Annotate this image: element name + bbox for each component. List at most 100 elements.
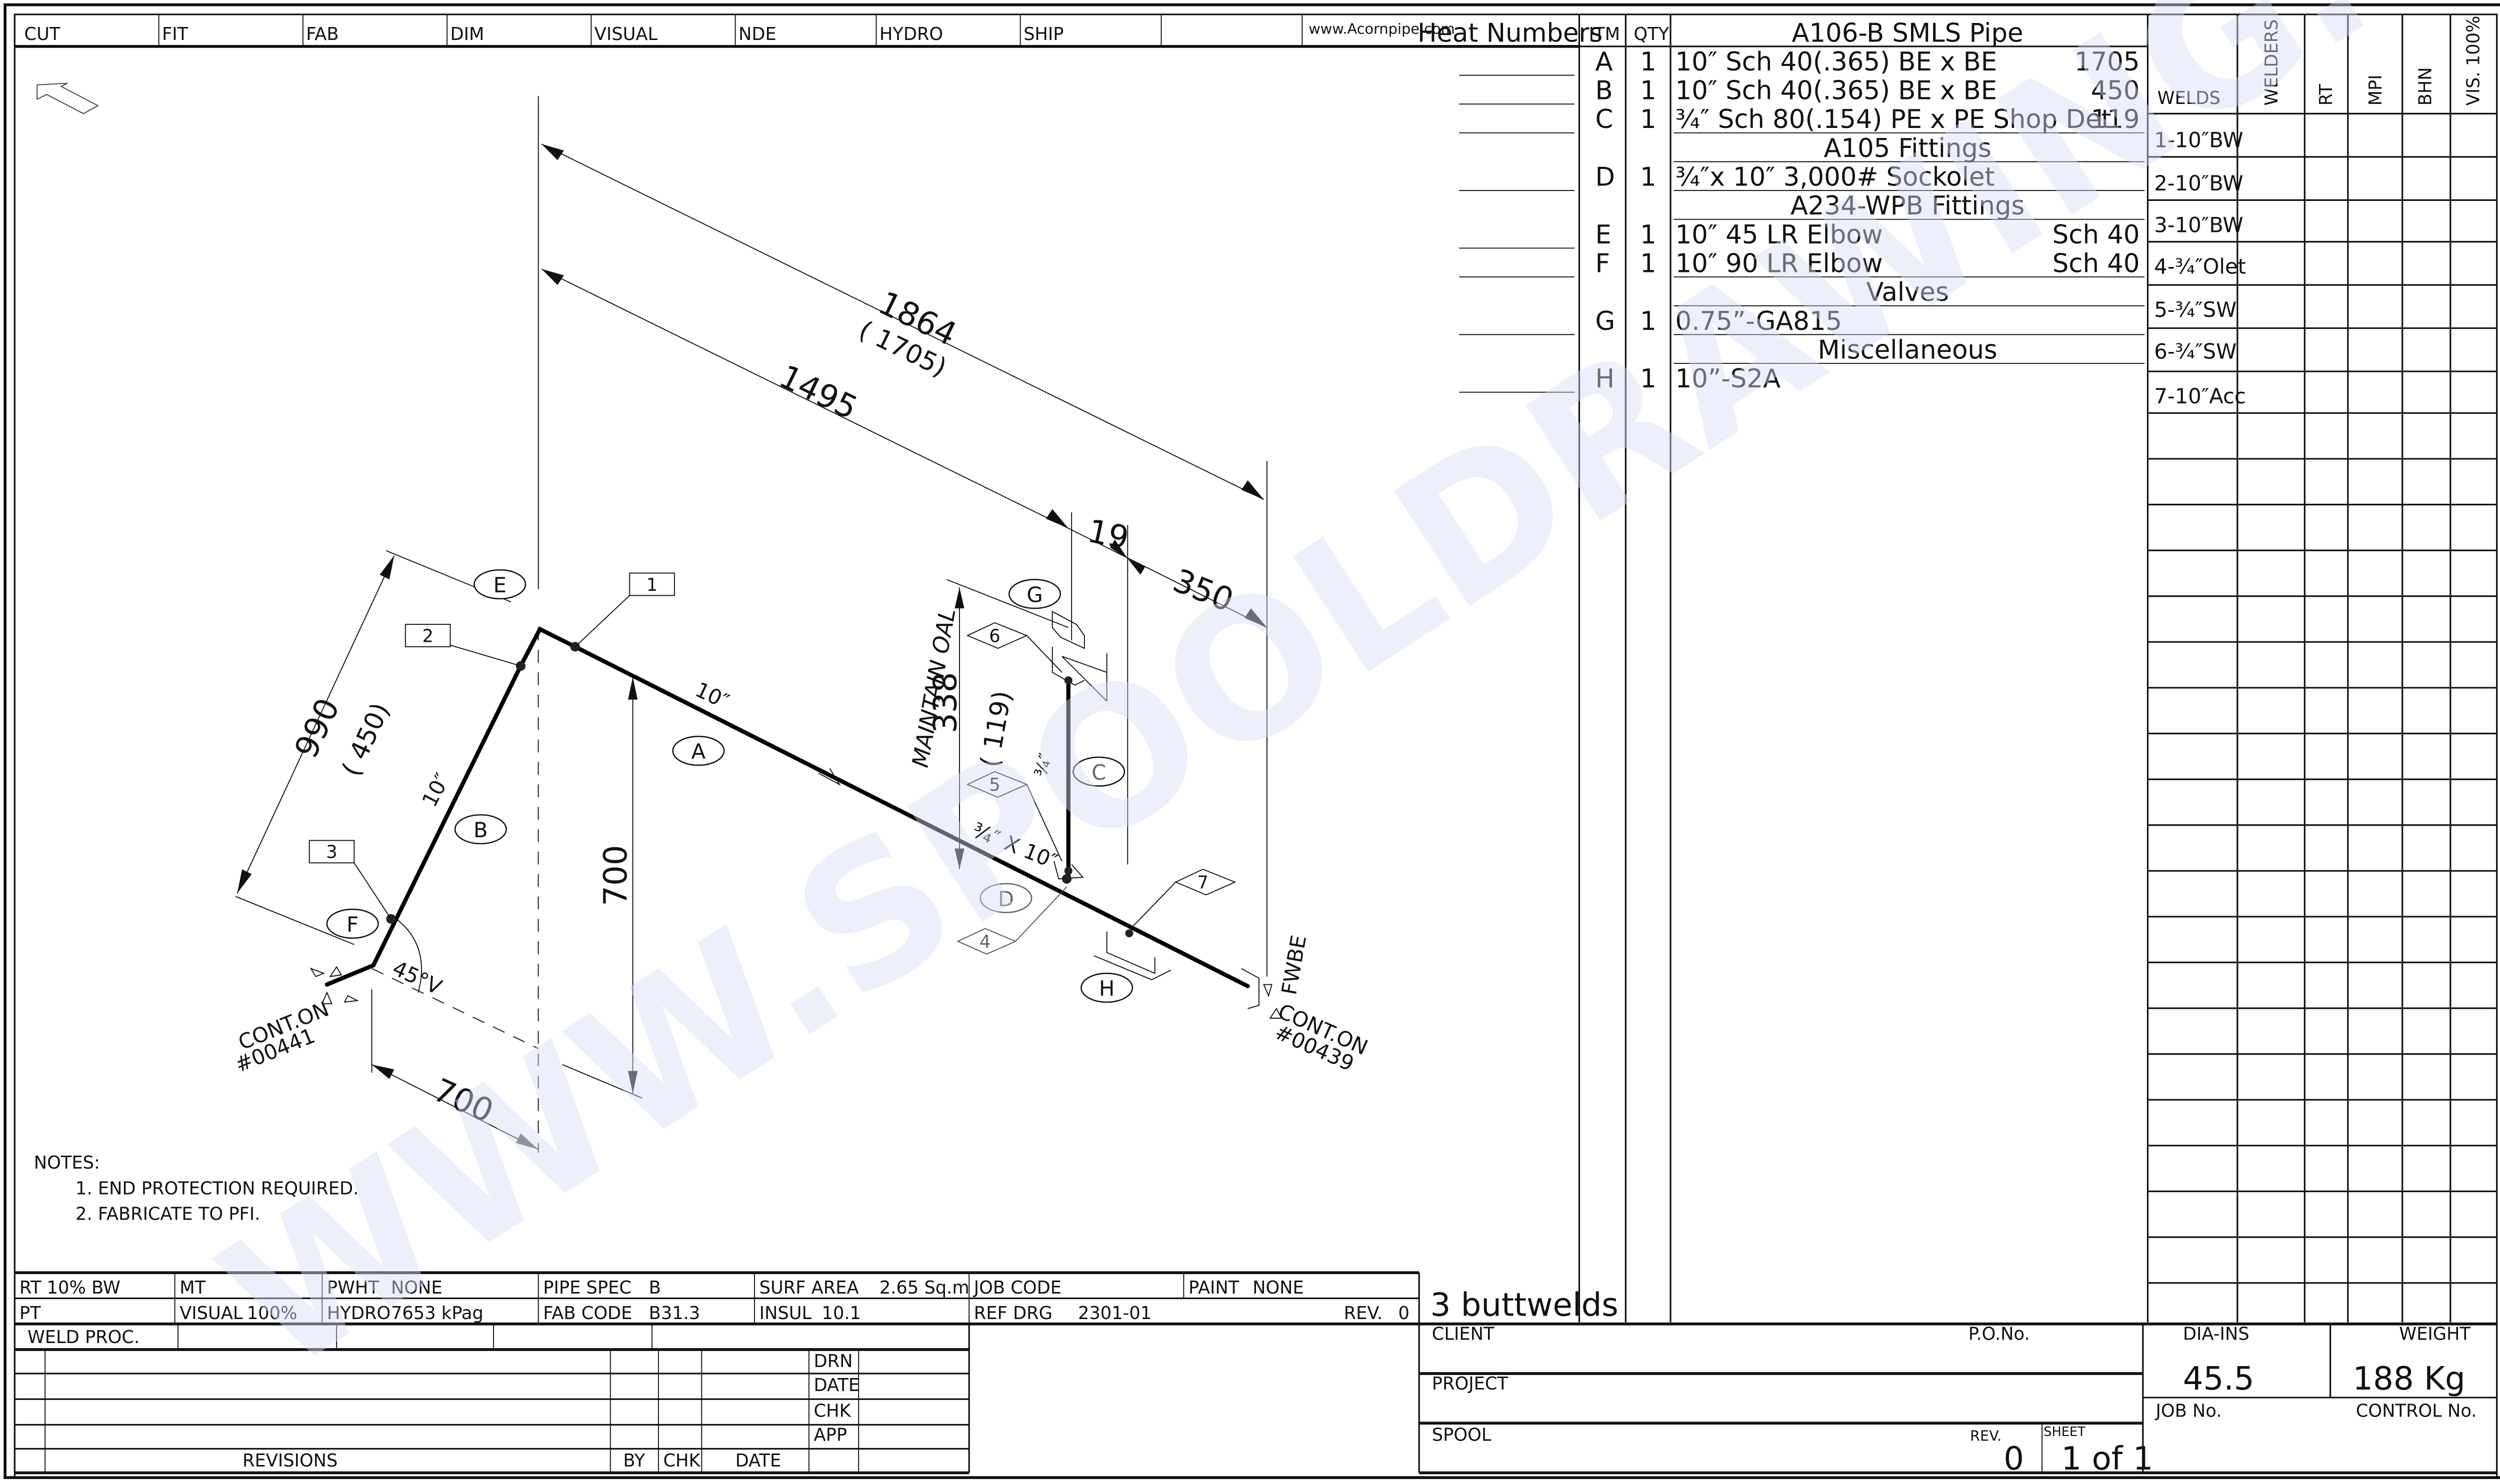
bom-desc: 10”-S2A	[1676, 364, 1780, 394]
weld-tag-2[interactable]	[404, 624, 451, 647]
weld-tag-7[interactable]	[1174, 869, 1236, 896]
stage-ship[interactable]: SHIP	[1024, 24, 1064, 44]
stage-dim[interactable]: DIM	[450, 24, 484, 44]
weld-row-2[interactable]: 2-10″BW	[2154, 171, 2243, 195]
spec-job-code-label: JOB CODE	[973, 1278, 1062, 1298]
spec-visual-value: 100%	[247, 1303, 298, 1324]
project-label: PROJECT	[1432, 1374, 1508, 1394]
spec-ref-drg-label: REF DRG	[974, 1303, 1052, 1324]
bom-row-f[interactable]: F 1 10″ 90 LR Elbow Sch 40	[1595, 248, 2140, 278]
bubble-e[interactable]: E	[474, 569, 526, 600]
spec-pipe-spec-value: B	[649, 1278, 661, 1298]
weld-row-3[interactable]: 3-10″BW	[2154, 212, 2243, 237]
bubble-b[interactable]: B	[454, 814, 507, 845]
bom-qty: 1	[1640, 47, 1656, 77]
spec-pt: PT	[20, 1303, 41, 1324]
pipe-spool-main[interactable]	[324, 626, 1250, 989]
weld-marker-3[interactable]	[386, 914, 396, 924]
rev-by-label: BY	[623, 1451, 645, 1471]
stage-header: CUT FIT FAB DIM VISUAL NDE HYDRO SHIP ww…	[14, 14, 1602, 48]
bom-desc: 0.75”-GA815	[1676, 306, 1842, 336]
bom-desc: 10″ 45 LR Elbow	[1676, 220, 1883, 250]
weld-row-4[interactable]: 4-¾″Olet	[2154, 254, 2246, 279]
stage-visual[interactable]: VISUAL	[594, 24, 658, 44]
spec-ref-drg-value: 2301-01	[1078, 1303, 1152, 1324]
bubble-c[interactable]: C	[1072, 756, 1126, 787]
weight-label: WEIGHT	[2399, 1324, 2470, 1345]
dia-ins-label: DIA-INS	[2183, 1324, 2250, 1345]
sheet-value: 1 of 1	[2062, 1441, 2154, 1478]
weld-row-1[interactable]: 1-10″BW	[2154, 128, 2243, 152]
support-h-icon[interactable]	[1094, 932, 1172, 981]
angle-label: 45°V	[389, 956, 446, 1000]
title-block: CLIENT P.O.No. PROJECT SPOOL REV. 0 SHEE…	[1419, 1324, 2497, 1478]
weld-tag-label: 7	[1198, 873, 1208, 893]
bom-itm: B	[1595, 76, 1612, 106]
valve-g-icon[interactable]	[1052, 610, 1085, 649]
bom-row-b[interactable]: B 1 10″ Sch 40(.365) BE x BE 450	[1595, 76, 2140, 106]
spec-insul-label: INSUL	[760, 1303, 812, 1324]
rev-chk-label: CHK	[663, 1451, 700, 1471]
bom-length: 1705	[2074, 47, 2140, 77]
weld-tag-1[interactable]	[629, 572, 675, 596]
bom-desc: ¾″x 10″ 3,000# Sockolet	[1676, 162, 1995, 192]
weld-tag-5[interactable]	[966, 771, 1028, 798]
bom-row-a[interactable]: A 1 10″ Sch 40(.365) BE x BE 1705	[1595, 47, 2140, 77]
watermark: WWW.SPOOLDRAWING.COM	[187, 0, 2500, 1415]
stage-cut[interactable]: CUT	[24, 24, 60, 44]
bom-itm: D	[1595, 162, 1614, 192]
bom-qty: 1	[1640, 76, 1656, 106]
weld-tag-label: 4	[980, 932, 990, 952]
spec-pwht-label: PWHT	[327, 1278, 380, 1298]
weld-row-5[interactable]: 5-¾″SW	[2154, 297, 2236, 322]
bom-section-valves: Valves	[1866, 277, 1948, 307]
bom-length: 119	[2091, 104, 2140, 134]
size-label-b: 10″	[417, 769, 454, 811]
job-no-label: JOB No.	[2154, 1401, 2222, 1421]
bom-row-d[interactable]: D 1 ¾″x 10″ 3,000# Sockolet	[1595, 162, 1994, 192]
bubble-h[interactable]: H	[1080, 973, 1134, 1003]
weld-row-7[interactable]: 7-10″Acc	[2154, 384, 2246, 408]
bubble-g[interactable]: G	[1008, 579, 1062, 609]
bubble-f[interactable]: F	[326, 908, 379, 939]
bom-row-h[interactable]: H 1 10”-S2A	[1595, 364, 1780, 394]
notes-title: NOTES:	[34, 1153, 100, 1173]
bom-desc: 10″ Sch 40(.365) BE x BE	[1676, 76, 1998, 106]
weld-row-6[interactable]: 6-¾″SW	[2154, 339, 2236, 363]
weld-tag-label: 1	[646, 575, 658, 595]
weld-col-vis: VIS. 100%	[2463, 15, 2484, 105]
weld-marker-6[interactable]	[1064, 676, 1072, 685]
weld-marker-5[interactable]	[1064, 867, 1072, 875]
bom-qty: 1	[1640, 306, 1656, 336]
note-2: 2. FABRICATE TO PFI.	[76, 1204, 260, 1225]
bom-itm: F	[1595, 248, 1610, 278]
bubble-a[interactable]: A	[672, 736, 725, 766]
sheet-label: SHEET	[2044, 1425, 2086, 1440]
approval-app: APP	[814, 1425, 848, 1446]
weld-col-welders: WELDERS	[2262, 19, 2282, 105]
weld-marker-4[interactable]	[1062, 874, 1072, 884]
rev-label: REV.	[1970, 1428, 2002, 1445]
bom-row-e[interactable]: E 1 10″ 45 LR Elbow Sch 40	[1595, 220, 2140, 250]
bubble-label: H	[1099, 976, 1114, 1001]
inner-frame	[14, 13, 2498, 1479]
weld-tag-3[interactable]	[308, 840, 355, 864]
stage-nde[interactable]: NDE	[738, 24, 776, 44]
heat-numbers-title: Heat Numbers	[1418, 18, 1602, 48]
bubble-d[interactable]: D	[980, 883, 1032, 913]
weld-marker-7[interactable]	[1125, 929, 1134, 938]
bom-section-a105: A105 Fittings	[1824, 133, 1991, 163]
spec-rt: RT 10% BW	[20, 1278, 120, 1298]
spec-fab-code-label: FAB CODE	[543, 1303, 632, 1324]
stage-fab[interactable]: FAB	[306, 24, 338, 44]
note-1: 1. END PROTECTION REQUIRED.	[76, 1178, 358, 1199]
bom-qty: 1	[1640, 162, 1656, 192]
spec-surf-area-value: 2.65 Sq.m	[880, 1278, 970, 1298]
stage-hydro[interactable]: HYDRO	[880, 24, 943, 44]
weld-tag-label: 2	[422, 626, 433, 646]
revisions-label: REVISIONS	[242, 1451, 338, 1471]
website-text: www.Acornpipe.com	[1308, 20, 1454, 37]
bom-row-c[interactable]: C 1 ¾″ Sch 80(.154) PE x PE Shop Det 119	[1595, 104, 2140, 134]
stage-fit[interactable]: FIT	[162, 24, 188, 44]
bom-row-g[interactable]: G 1 0.75”-GA815	[1595, 306, 1842, 336]
